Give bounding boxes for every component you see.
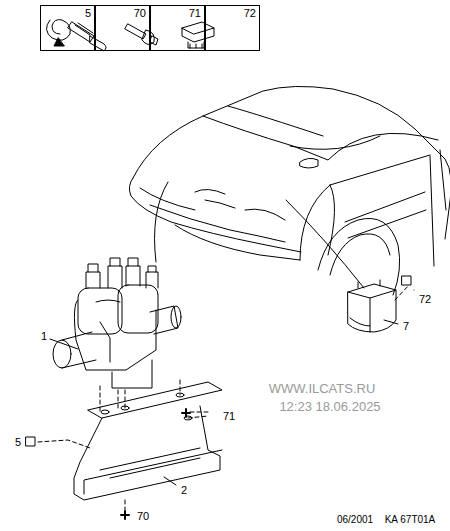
fixing-line: [100, 380, 180, 412]
part-cell: 71: [150, 5, 205, 51]
bolt-marker: [121, 511, 129, 519]
clip-nut-icon: [182, 22, 214, 48]
bolt-marker: [182, 409, 190, 417]
clip-marker: [26, 437, 35, 446]
clip-nut-marker: [402, 276, 411, 285]
leader-line: [384, 320, 398, 324]
heater-valve: [53, 258, 181, 388]
callout-number: 1: [41, 331, 47, 342]
fixing-line: [125, 390, 208, 418]
car-outline: [129, 86, 450, 295]
fixing-line: [190, 412, 208, 413]
leader-line: [38, 440, 90, 448]
callout-number: 72: [244, 7, 256, 19]
callout-number: 71: [189, 7, 201, 19]
callout-number: 70: [134, 7, 146, 19]
relay: [348, 280, 396, 332]
mounting-bracket: [74, 382, 222, 500]
callout-number: 5: [85, 7, 91, 19]
watermark: WWW.ILCATS.RU: [269, 382, 376, 395]
callout-number: 72: [419, 294, 431, 305]
leader-line: [50, 339, 78, 349]
flange-bolt-icon: [125, 24, 158, 45]
part-cell: 5: [40, 5, 95, 51]
callout-number: 71: [223, 411, 235, 422]
diagram-code: KA 67T01A: [385, 515, 436, 525]
date-code: 06/2001: [337, 515, 373, 525]
leader-line: [286, 200, 364, 288]
watermark: 12:23 18.06.2025: [279, 400, 380, 413]
leader-line: [164, 477, 176, 485]
leader-line: [155, 182, 169, 262]
fixing-line: [125, 500, 126, 510]
callout-number: 2: [181, 485, 187, 496]
bolt-icon: [68, 22, 106, 51]
callout-number: 7: [403, 321, 409, 332]
clip-icon: [46, 20, 70, 46]
callout-number: 70: [137, 511, 149, 522]
callout-number: 5: [15, 437, 21, 448]
part-cell: 70: [95, 5, 150, 51]
fixing-line: [395, 284, 410, 300]
part-cell: 72: [205, 5, 260, 51]
